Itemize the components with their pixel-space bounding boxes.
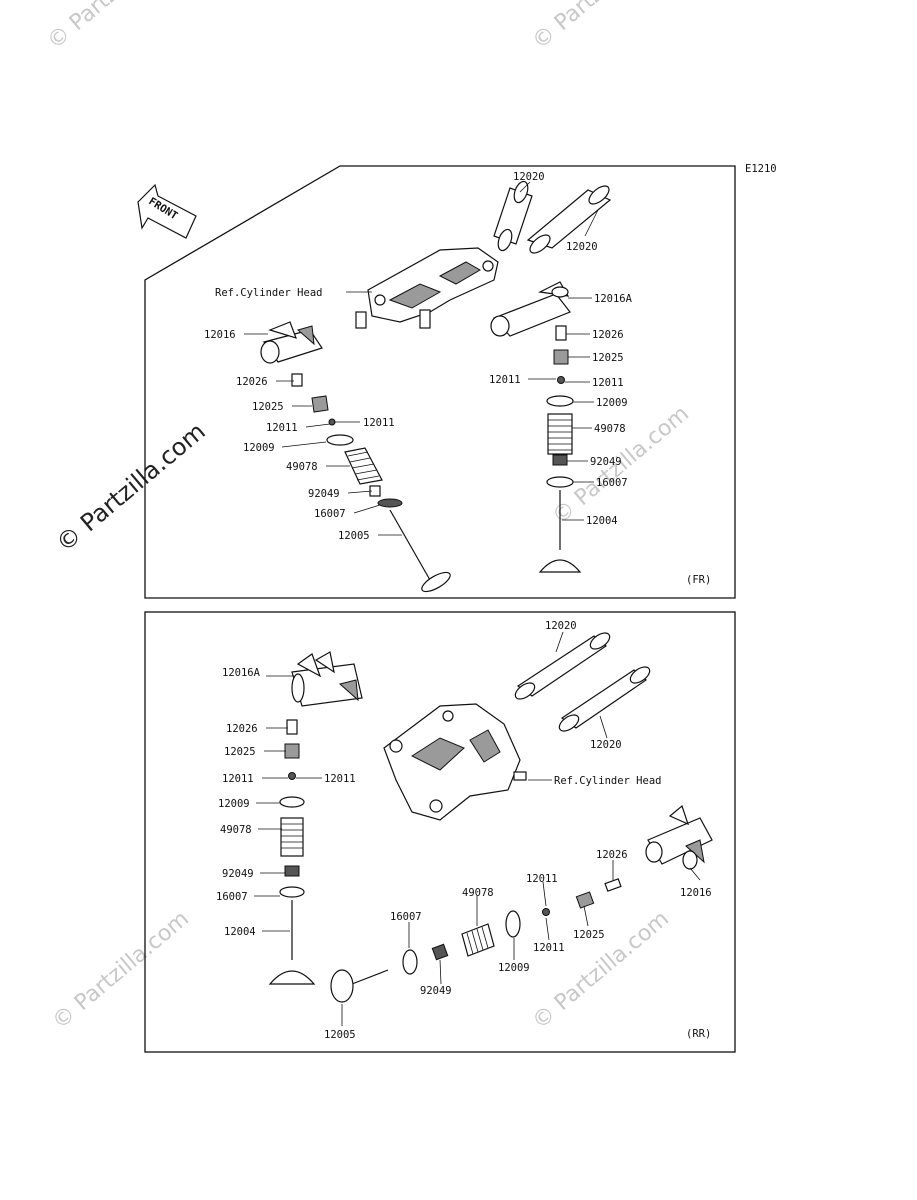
label-rear-h-nut: 12025 [573, 929, 605, 941]
label-rear-l-spring: 49078 [220, 824, 252, 836]
rocker-shaft-rear-1 [514, 632, 611, 700]
watermark-large: © Partzilla.com [51, 417, 211, 557]
label-front-l-seal: 92049 [308, 488, 340, 500]
label-rear-l-cot-b: 12011 [324, 773, 356, 785]
label-front-arm-left: 12016 [204, 329, 236, 341]
frame-rear [144, 611, 736, 1053]
label-front-r-seat: 16007 [596, 477, 628, 489]
label-front-l-valve: 12005 [338, 530, 370, 542]
label-rear-l-seat: 16007 [216, 891, 248, 903]
label-rear-l-nut: 12025 [224, 746, 256, 758]
label-rear-arm-left: 12016A [222, 667, 261, 679]
label-rear-shaft-2: 12020 [590, 739, 622, 751]
rocker-arm-rear-left [291, 651, 363, 707]
watermark-top-left: © Partzilla.com [43, 0, 189, 55]
label-front-r-nut: 12025 [592, 352, 624, 364]
rocker-shaft-front-1 [493, 180, 533, 252]
watermark-lower-right: © Partzilla.com [528, 906, 674, 1034]
label-front-l-seat: 16007 [314, 508, 346, 520]
front-arrow: FRONT [137, 183, 197, 239]
label-rear-h-valve: 12005 [324, 1029, 356, 1041]
label-rear-ref-head: Ref.Cylinder Head [554, 775, 661, 787]
label-front-r-ret: 12009 [596, 397, 628, 409]
rocker-shaft-rear-2 [558, 666, 651, 732]
cylinder-head-front [355, 247, 499, 329]
valve-stack-rear-horizontal [330, 878, 622, 1003]
label-front-r-spring: 49078 [594, 423, 626, 435]
label-rear-l-ret: 12009 [218, 798, 250, 810]
label-rear-arm-right: 12016 [680, 887, 712, 899]
label-front-r-valve: 12004 [586, 515, 618, 527]
section-rear: 12020 12020 Ref.Cylinder Head 12016A 120… [144, 611, 736, 1053]
label-rear-l-valve: 12004 [224, 926, 256, 938]
section-tag-front: (FR) [686, 574, 711, 586]
watermark-top-right: © Partzilla.com [528, 0, 674, 55]
rocker-arm-rear-right [645, 804, 713, 870]
label-rear-l-seal: 92049 [222, 868, 254, 880]
label-rear-h-spring: 49078 [462, 887, 494, 899]
label-front-r-adj: 12026 [592, 329, 624, 341]
leaders-rear [254, 631, 701, 1026]
label-rear-l-adj: 12026 [226, 723, 258, 735]
label-front-l-ret: 12009 [243, 442, 275, 454]
label-rear-l-cot-a: 12011 [222, 773, 254, 785]
rocker-arm-front-left [260, 321, 323, 364]
label-front-r-cot-b: 12011 [592, 377, 624, 389]
label-rear-h-cot-a: 12011 [526, 873, 558, 885]
diagram-code: E1210 [745, 163, 777, 175]
rocker-shaft-front-2 [526, 185, 612, 254]
label-front-l-adj: 12026 [236, 376, 268, 388]
label-front-ref-head: Ref.Cylinder Head [215, 287, 322, 299]
label-rear-h-adj: 12026 [596, 849, 628, 861]
rocker-arm-front-right [490, 281, 571, 337]
label-front-l-spring: 49078 [286, 461, 318, 473]
label-front-l-cot-a: 12011 [266, 422, 298, 434]
section-tag-rear: (RR) [686, 1028, 711, 1040]
label-front-l-nut: 12025 [252, 401, 284, 413]
label-front-l-cot-b: 12011 [363, 417, 395, 429]
label-front-r-cot-a: 12011 [489, 374, 521, 386]
label-rear-h-ret: 12009 [498, 962, 530, 974]
label-front-r-seal: 92049 [590, 456, 622, 468]
label-rear-shaft-1: 12020 [545, 620, 577, 632]
frame-front [144, 165, 736, 599]
valve-stack-front-right [538, 325, 582, 573]
label-front-shaft-2: 12020 [566, 241, 598, 253]
label-rear-h-cot-b: 12011 [533, 942, 565, 954]
label-front-arm-right: 12016A [594, 293, 633, 305]
valve-stack-front-left [291, 373, 451, 593]
label-rear-h-seal: 92049 [420, 985, 452, 997]
label-rear-h-seat: 16007 [390, 911, 422, 923]
section-front: 12020 12020 Ref.Cylinder Head 12016 1201… [144, 165, 736, 599]
valve-stack-rear-left [268, 719, 316, 985]
label-front-shaft-1: 12020 [513, 171, 545, 183]
leaders-front [244, 181, 599, 536]
cylinder-head-rear [383, 703, 527, 821]
